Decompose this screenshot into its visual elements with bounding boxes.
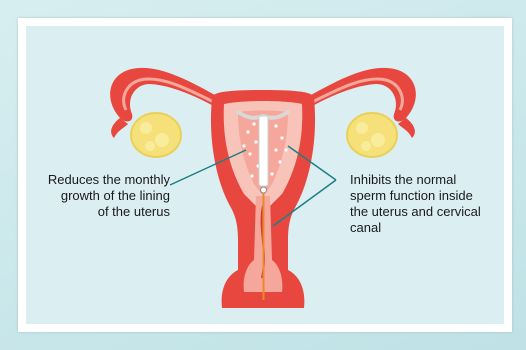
sperm-annotation-line-2: sperm function inside xyxy=(350,188,510,204)
sperm-annotation-line-4: canal xyxy=(350,220,510,236)
lining-annotation-line-3: of the uterus xyxy=(20,204,170,220)
lining-annotation: Reduces the monthly growth of the lining… xyxy=(20,172,170,220)
sperm-annotation-line-1: Inhibits the normal xyxy=(350,172,510,188)
left-ovary xyxy=(131,113,181,157)
lining-annotation-line-1: Reduces the monthly xyxy=(20,172,170,188)
right-ovary xyxy=(347,113,397,157)
sperm-annotation: Inhibits the normal sperm function insid… xyxy=(350,172,510,236)
sperm-annotation-line-3: the uterus and cervical xyxy=(350,204,510,220)
lining-annotation-line-2: growth of the lining xyxy=(20,188,170,204)
